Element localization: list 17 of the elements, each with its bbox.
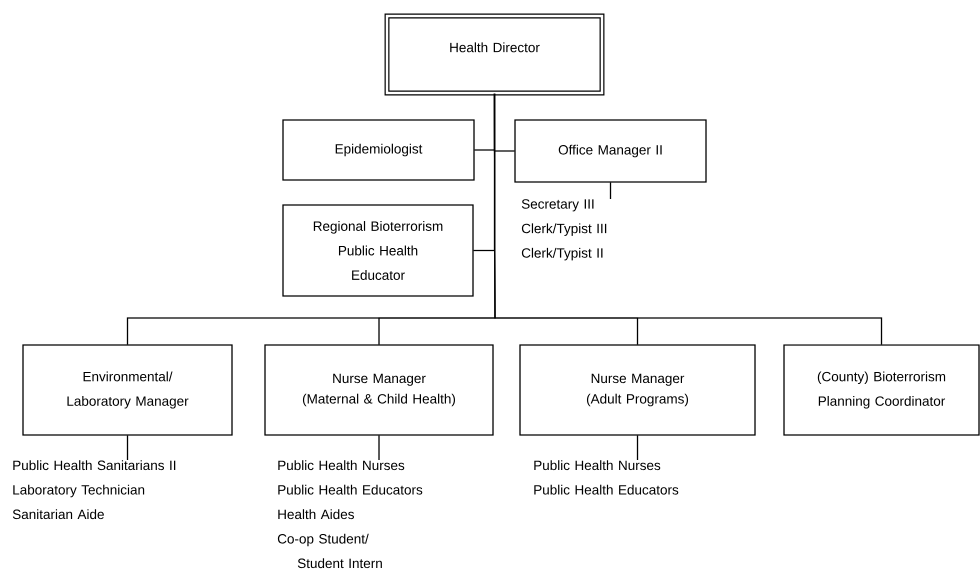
position-box: Nurse Manager (Adult Programs) bbox=[519, 344, 756, 436]
position-box: Nurse Manager (Maternal & Child Health) bbox=[264, 344, 494, 436]
connector-line bbox=[378, 436, 380, 460]
position-box: (County) Bioterrorism Planning Coordinator bbox=[783, 344, 980, 436]
connector-line bbox=[610, 182, 612, 199]
connector-line bbox=[636, 436, 638, 460]
connector-line bbox=[126, 436, 128, 460]
staff-list: Public Health Nurses Public Health Educators bbox=[534, 460, 678, 495]
connector-line bbox=[494, 94, 882, 344]
staff-list: Secretary III Clerk/Typist III Clerk/Typist II bbox=[522, 199, 606, 260]
position-box: Epidemiologist bbox=[282, 119, 475, 181]
position-box: Regional Bioterrorism Public Health Educator bbox=[282, 204, 474, 297]
director-box: Health Director bbox=[384, 14, 604, 96]
staff-list: Public Health Nurses Public Health Educators Health Aides Co-op Student/ Student Intern bbox=[278, 460, 422, 568]
staff-list: Public Health Sanitarians II Laboratory Technician Sanitarian Aide bbox=[12, 460, 176, 520]
position-box: Office Manager II bbox=[514, 119, 707, 183]
position-box: Environmental/ Laboratory Manager bbox=[22, 344, 233, 436]
